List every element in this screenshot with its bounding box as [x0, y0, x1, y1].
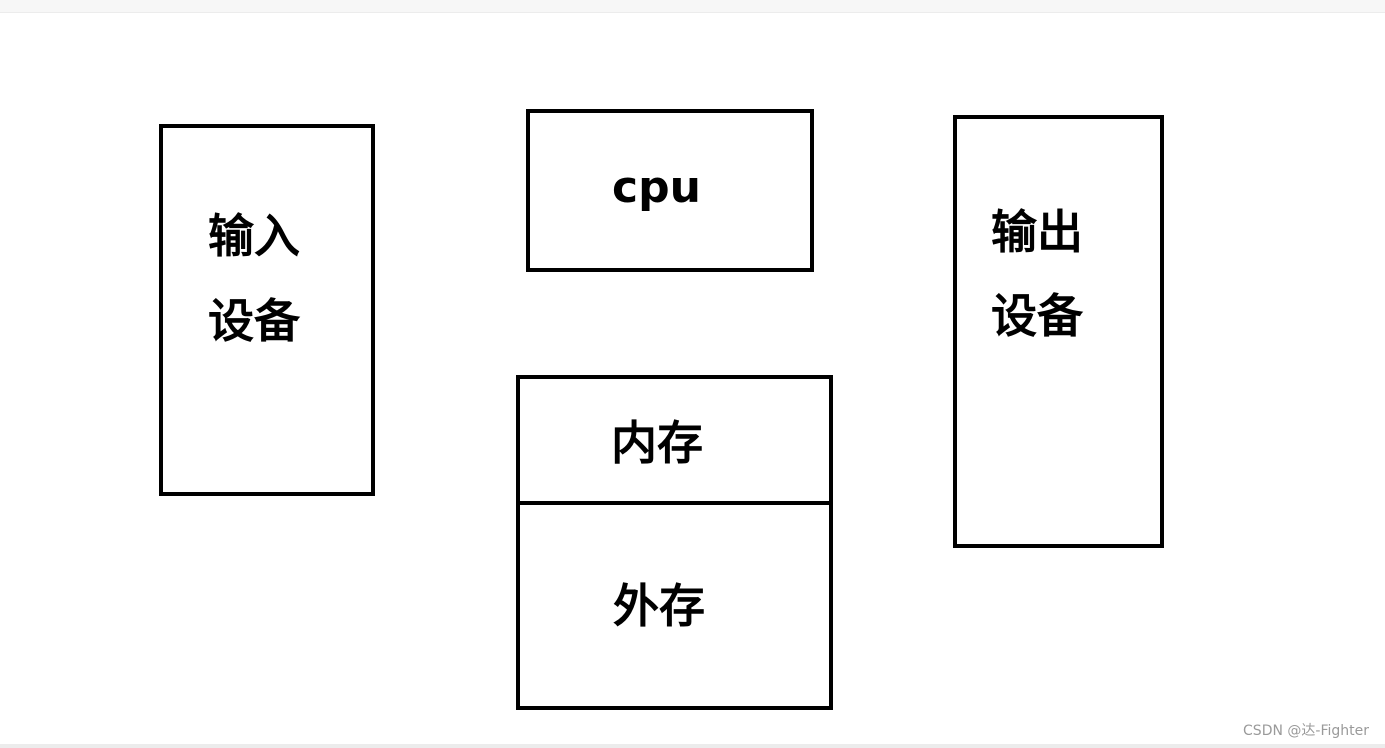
external-storage-label: 外存: [613, 579, 705, 633]
csdn-watermark: CSDN @达-Fighter: [1243, 723, 1369, 739]
cpu-label: cpu: [612, 162, 701, 213]
output-device-label-line2: 设备: [991, 289, 1083, 343]
memory-divider-line: [516, 501, 830, 505]
page-bottom-bar: [0, 744, 1385, 748]
output-device-label-line1: 输出: [991, 205, 1083, 259]
page-top-bar: [0, 0, 1385, 13]
cpu-box: [526, 109, 814, 272]
main-memory-label: 内存: [611, 416, 703, 470]
input-device-box: [159, 124, 375, 496]
input-device-label-line2: 设备: [208, 294, 300, 348]
memory-box: [516, 375, 833, 710]
input-device-label-line1: 输入: [208, 209, 300, 263]
output-device-box: [953, 115, 1164, 548]
